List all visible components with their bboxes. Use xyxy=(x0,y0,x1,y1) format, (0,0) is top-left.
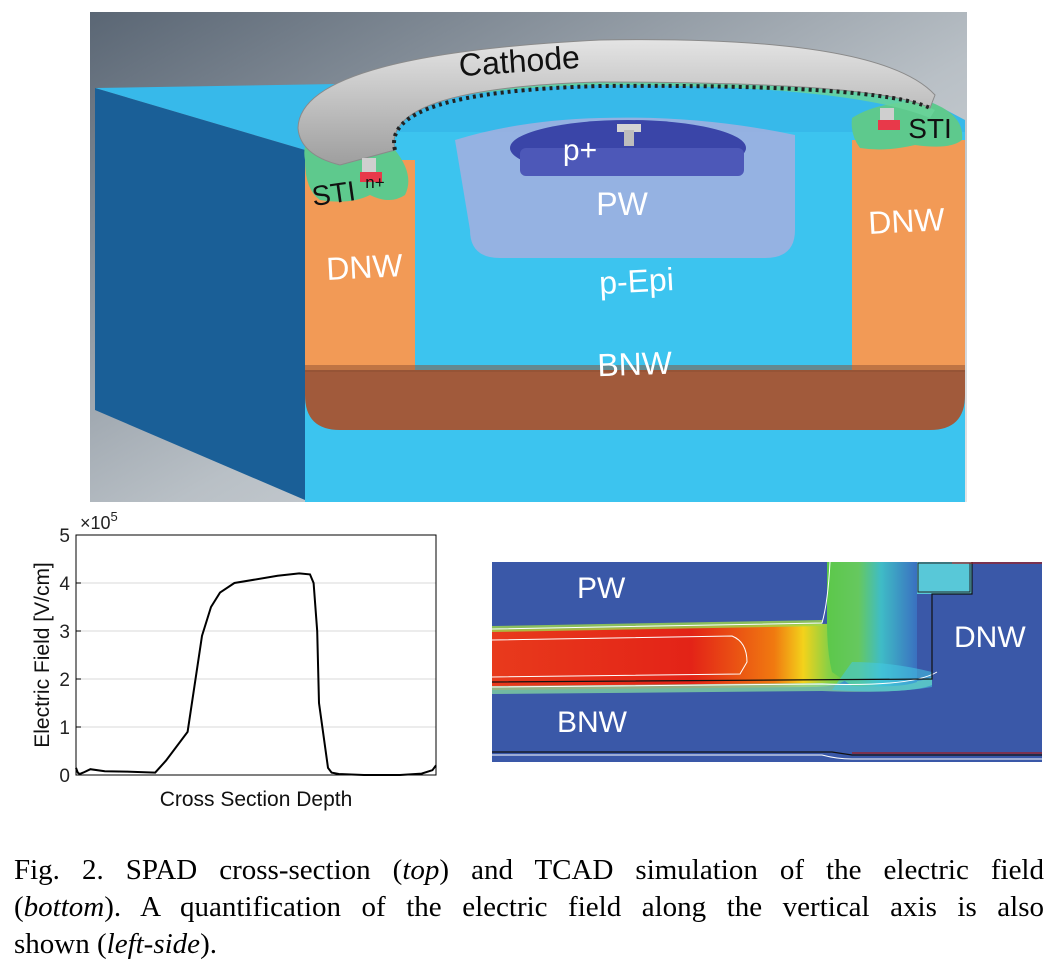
pw-label: PW xyxy=(596,186,648,222)
chart-ytick-label: 5 xyxy=(59,526,70,547)
sti-right-label: STI xyxy=(908,113,952,144)
tcad-pw-label: PW xyxy=(577,572,626,605)
n-plus-left xyxy=(360,172,382,182)
chart-ylabel: Electric Field [V/cm] xyxy=(31,562,54,748)
electric-field-chart: 0 1 2 3 4 5 ×105 Cross Section Depth Electric… xyxy=(31,509,437,811)
spad-cross-section-3d: Cathode p+ PW p-Epi DNW DNW BNW STI STI … xyxy=(90,12,967,502)
chart-ticks: 0 1 2 3 4 5 xyxy=(59,526,81,787)
chart-multiplier-label: ×105 xyxy=(80,509,118,533)
dnw-right-region xyxy=(852,140,965,370)
p-plus-contact xyxy=(617,124,641,132)
n-plus-label: n+ xyxy=(365,173,384,192)
p-epi-label: p-Epi xyxy=(598,261,674,301)
caption-line-3: shown (left-side). xyxy=(14,928,217,960)
chart-series-line xyxy=(75,572,437,776)
chart-plot-frame xyxy=(75,534,437,776)
tcad-dnw-label: DNW xyxy=(954,621,1026,654)
figure-caption: Fig. 2. SPAD cross-section (top) and TCA… xyxy=(14,852,1044,963)
tcad-bnw-label: BNW xyxy=(557,706,628,739)
chart-ytick-label: 0 xyxy=(59,766,70,787)
chart-xlabel: Cross Section Depth xyxy=(160,788,353,811)
bnw-region xyxy=(305,370,965,430)
chart-ytick-label: 4 xyxy=(59,574,70,595)
chart-grid xyxy=(76,582,436,728)
tcad-transition-column xyxy=(827,562,917,687)
chart-ytick-label: 3 xyxy=(59,622,70,643)
p-plus-label: p+ xyxy=(563,134,597,167)
sti-left-label: STI xyxy=(310,175,357,212)
caption-line-2: (bottom). A quantification of the electr… xyxy=(14,891,1044,923)
cathode-label: Cathode xyxy=(458,39,581,83)
tcad-sti-region xyxy=(917,562,972,594)
caption-line-1: Fig. 2. SPAD cross-section (top) and TCA… xyxy=(14,854,1044,886)
dnw-right-label: DNW xyxy=(867,201,946,241)
cathode-ring xyxy=(297,39,936,166)
side-face xyxy=(95,88,305,500)
dnw-left-label: DNW xyxy=(325,247,404,287)
tcad-high-field-band xyxy=(492,623,854,690)
chart-ytick-label: 2 xyxy=(59,670,70,691)
sti-right-region xyxy=(851,101,963,150)
bnw-label: BNW xyxy=(597,345,674,384)
n-plus-right xyxy=(878,120,900,130)
cathode-contact-left xyxy=(362,158,376,174)
tcad-field-map: PW DNW BNW xyxy=(492,562,1042,762)
cathode-contact-right xyxy=(880,108,894,122)
chart-ytick-label: 1 xyxy=(59,718,70,739)
